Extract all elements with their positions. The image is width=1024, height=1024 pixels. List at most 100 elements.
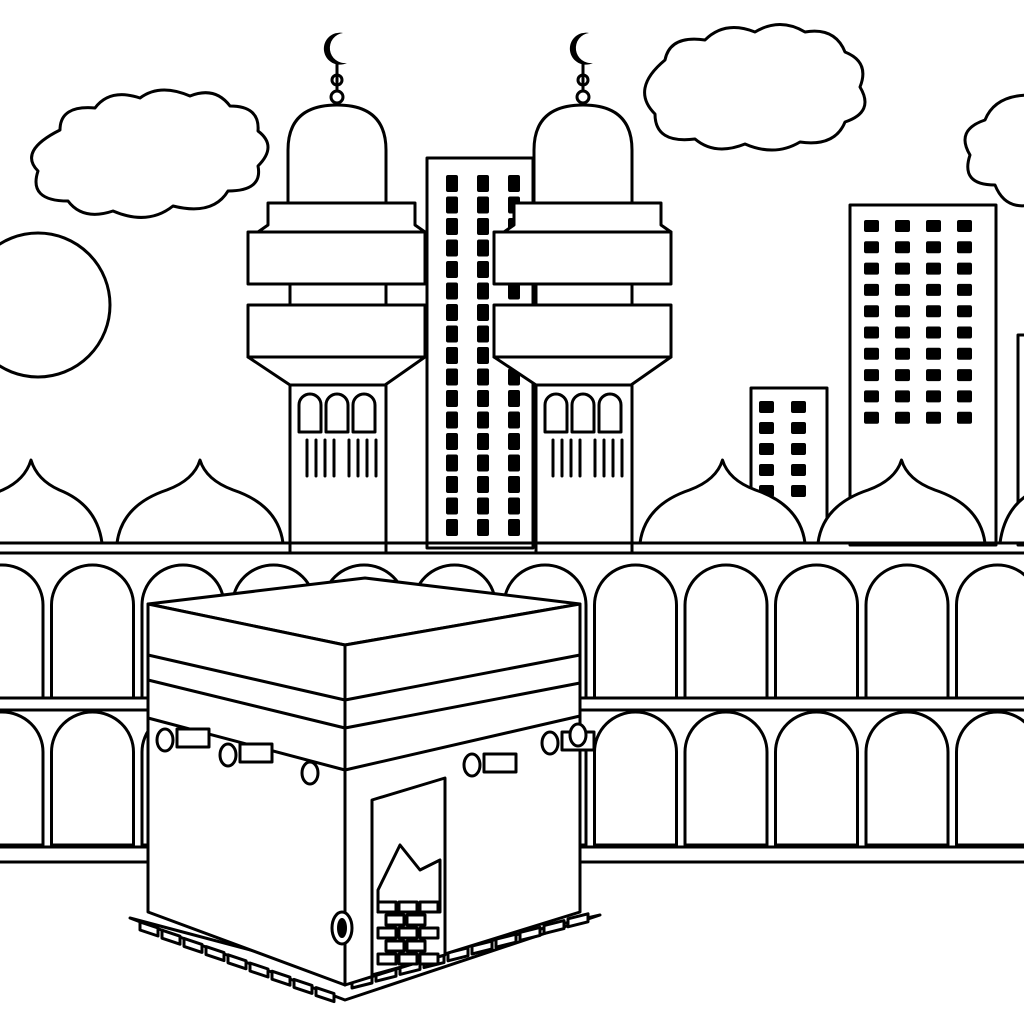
window xyxy=(477,519,489,536)
window xyxy=(477,325,489,343)
base-stone xyxy=(518,925,542,942)
window xyxy=(895,390,910,403)
minaret-window xyxy=(324,392,350,434)
brick xyxy=(397,952,419,966)
crescent-icon xyxy=(323,32,347,65)
window xyxy=(477,239,489,257)
base-stone xyxy=(270,969,292,987)
brick xyxy=(418,926,440,940)
cloud-icon xyxy=(643,23,867,152)
window xyxy=(446,325,458,343)
crescent-icon xyxy=(569,32,593,65)
ornament-circle xyxy=(568,722,588,748)
window xyxy=(926,369,941,382)
balcony-band xyxy=(246,230,427,286)
window xyxy=(477,304,489,321)
minaret-left xyxy=(246,32,427,555)
minaret-window xyxy=(570,392,596,434)
minaret-dome xyxy=(532,103,634,205)
window xyxy=(446,347,458,364)
window xyxy=(791,464,806,476)
arcade-arch-icon xyxy=(0,563,45,700)
arcade-arch-icon xyxy=(593,710,678,847)
window xyxy=(477,218,489,235)
cloud-icon xyxy=(30,88,270,219)
ornament-panel xyxy=(238,742,274,764)
domes-row xyxy=(0,458,1024,545)
base-stone xyxy=(314,986,336,1004)
window xyxy=(957,411,972,424)
minaret-window xyxy=(597,392,623,434)
window xyxy=(477,282,489,300)
window xyxy=(791,422,806,434)
dome-icon xyxy=(816,458,987,545)
arcade-arch-icon xyxy=(50,563,135,700)
arcade-arch-icon xyxy=(0,710,45,847)
window xyxy=(957,326,972,339)
window xyxy=(864,411,879,424)
window xyxy=(926,347,941,360)
window xyxy=(895,411,910,424)
window xyxy=(446,497,458,515)
window xyxy=(926,241,941,254)
brick xyxy=(405,913,427,927)
ornament-panel xyxy=(482,752,518,774)
base-stone xyxy=(160,928,182,946)
window xyxy=(895,220,910,232)
brick xyxy=(418,952,440,966)
ornament-circle xyxy=(155,727,175,753)
window xyxy=(477,196,489,214)
small-building-windows xyxy=(759,401,806,497)
window xyxy=(895,283,910,296)
brick xyxy=(384,939,406,953)
arcade-arch-icon xyxy=(683,563,769,700)
window xyxy=(791,401,806,413)
window xyxy=(446,433,458,450)
ornament-circle xyxy=(218,742,238,768)
tall-building-windows xyxy=(864,220,972,424)
window xyxy=(759,464,774,476)
kiswa-ornaments xyxy=(155,722,596,786)
window xyxy=(508,433,520,450)
minaret-window xyxy=(351,392,377,434)
arcade-arch-icon xyxy=(774,563,859,700)
balcony-stem xyxy=(534,282,634,307)
window xyxy=(926,411,941,424)
kiswa-band xyxy=(146,653,582,772)
window xyxy=(926,390,941,403)
minaret-dome xyxy=(286,103,388,205)
window xyxy=(957,241,972,254)
black-stone-inner xyxy=(337,918,347,938)
brick xyxy=(397,900,419,914)
finial-ball xyxy=(575,89,591,105)
window xyxy=(446,368,458,386)
window xyxy=(759,401,774,413)
window xyxy=(446,282,458,300)
base-stone xyxy=(182,936,204,954)
base-stone xyxy=(204,945,226,963)
window xyxy=(895,305,910,318)
window xyxy=(446,519,458,536)
brick xyxy=(376,952,398,966)
finial-ball xyxy=(329,89,345,105)
base-stone xyxy=(494,932,518,949)
window xyxy=(957,305,972,318)
window xyxy=(926,326,941,339)
window xyxy=(508,497,520,515)
window xyxy=(446,476,458,493)
window xyxy=(759,443,774,455)
window xyxy=(508,282,520,300)
window xyxy=(791,443,806,455)
base-stone xyxy=(292,977,314,995)
window xyxy=(446,390,458,407)
brick xyxy=(418,900,440,914)
window xyxy=(864,283,879,296)
brick xyxy=(384,913,406,927)
window xyxy=(926,305,941,318)
window xyxy=(446,196,458,214)
window xyxy=(477,390,489,407)
window xyxy=(477,433,489,450)
window xyxy=(477,175,489,192)
brick xyxy=(405,939,427,953)
arcade-arch-icon xyxy=(593,563,678,700)
